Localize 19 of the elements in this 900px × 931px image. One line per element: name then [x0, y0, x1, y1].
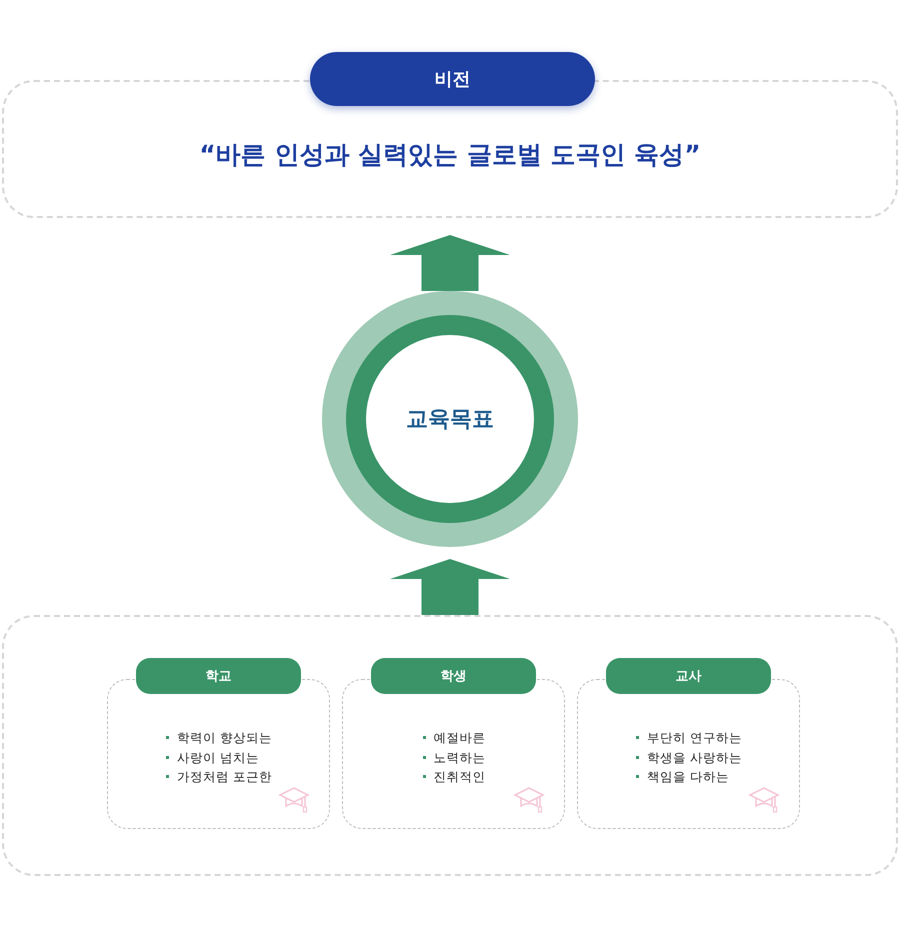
card-title-pill: 교사: [606, 658, 771, 694]
list-item: 책임을 다하는: [635, 767, 742, 786]
dashed-panel: [2, 615, 898, 876]
list-item: 예절바른: [422, 728, 486, 748]
vision-statement: “바른 인성과 실력있는 글로벌 도곡인 육성”: [198, 139, 702, 171]
list-item: 학력이 향상되는: [165, 728, 272, 748]
list-item: 사랑이 넘치는: [165, 748, 272, 767]
goal-ring: [322, 291, 578, 547]
block-arrow: [390, 559, 510, 615]
card-title-pill: 학생: [371, 658, 536, 694]
list-item: 노력하는: [422, 748, 486, 767]
heading-pill: 비전: [310, 52, 595, 106]
list-item: 부단히 연구하는: [635, 728, 742, 748]
block-arrow: [390, 235, 510, 291]
list-item: 학생을 사랑하는: [635, 748, 742, 767]
goal-label: 교육목표: [406, 406, 494, 434]
list-item: 진취적인: [422, 767, 486, 786]
card-title-pill: 학교: [136, 658, 301, 694]
list-item: 가정처럼 포근한: [165, 767, 272, 786]
